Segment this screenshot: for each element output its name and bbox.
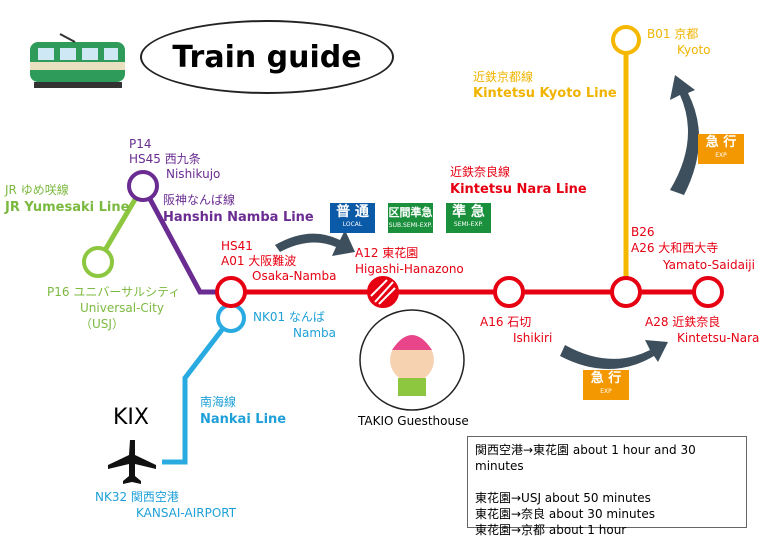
arrow-icon	[560, 340, 668, 369]
kyoto-name: Kyoto	[677, 43, 711, 57]
station-kintetsu-nara	[692, 276, 724, 308]
kyoto-line-en: Kintetsu Kyoto Line	[473, 86, 617, 101]
station-namba	[216, 303, 246, 333]
nankai-line-jp: 南海線	[200, 395, 237, 409]
universal-city-name: Universal-City	[80, 301, 164, 315]
universal-city-code: P16 ユニバーサルシティ	[47, 285, 181, 299]
jr-line-jp: JR ゆめ咲線	[5, 183, 69, 197]
arrow-icon	[275, 230, 355, 256]
nankai-line	[162, 316, 233, 465]
ishikiri-code: A16 石切	[480, 315, 532, 329]
yamato-saidaiji-code1: B26	[631, 225, 655, 239]
station-universal-city	[82, 246, 114, 278]
travel-time: 東花園→USJ about 50 minutes	[475, 491, 651, 505]
travel-time: 関西空港→東花園 about 1 hour and 30 minutes	[475, 443, 696, 473]
train-icon	[30, 33, 125, 88]
higashi-hanazono-code: A12 東花園	[355, 246, 419, 260]
nishikujo-name: Nishikujo	[166, 167, 221, 181]
nara-line-jp: 近鉄奈良線	[450, 165, 511, 179]
airplane-icon	[108, 440, 156, 484]
kintetsu-nara-name: Kintetsu-Nara	[677, 331, 760, 345]
jr-line-en: JR Yumesaki Line	[5, 200, 130, 215]
guesthouse-bubble	[359, 309, 465, 411]
hanshin-line-jp: 阪神なんば線	[163, 193, 236, 207]
nishikujo-code1: P14	[129, 137, 152, 151]
travel-times-box: 関西空港→東花園 about 1 hour and 30 minutes 東花園…	[467, 436, 747, 537]
kansai-airport-name: KANSAI-AIRPORT	[136, 506, 237, 520]
kintetsu-nara-code: A28 近鉄奈良	[645, 315, 721, 329]
kansai-airport-code: NK32 関西空港	[95, 490, 179, 504]
nishikujo-code2: HS45 西九条	[129, 152, 201, 166]
station-kyoto	[611, 25, 641, 55]
kix-label: KIX	[113, 405, 149, 430]
arrow-icons	[275, 75, 700, 369]
yamato-saidaiji-code2: A26 大和西大寺	[631, 241, 719, 255]
namba-name: Namba	[293, 326, 336, 340]
osaka-namba-code1: HS41	[221, 239, 253, 253]
station-nishikujo	[127, 170, 159, 202]
osaka-namba-code2: A01 大阪難波	[221, 254, 297, 268]
page-title: Train guide	[172, 39, 362, 75]
osaka-namba-name: Osaka-Namba	[252, 269, 337, 283]
kyoto-code: B01 京都	[647, 27, 699, 41]
nankai-line-en: Nankai Line	[200, 412, 287, 427]
arrow-icon	[670, 75, 700, 195]
nara-line-en: Kintetsu Nara Line	[450, 182, 587, 197]
namba-code: NK01 なんば	[253, 310, 325, 324]
travel-time: 東花園→京都 about 1 hour	[475, 523, 627, 537]
universal-city-sub: （USJ）	[80, 317, 124, 331]
kyoto-line-jp: 近鉄京都線	[473, 70, 534, 84]
travel-time: 東花園→奈良 about 30 minutes	[475, 507, 655, 521]
station-ishikiri	[493, 276, 525, 308]
station-yamato-saidaiji	[610, 276, 642, 308]
hanshin-line-en: Hanshin Namba Line	[163, 210, 314, 225]
yamato-saidaiji-name: Yamato-Saidaiji	[663, 258, 755, 272]
guesthouse-label: TAKIO Guesthouse	[358, 414, 469, 428]
station-osaka-namba	[215, 276, 247, 308]
higashi-hanazono-name: Higashi-Hanazono	[355, 262, 464, 276]
ishikiri-name: Ishikiri	[513, 331, 553, 345]
title-bubble: Train guide	[140, 20, 394, 94]
